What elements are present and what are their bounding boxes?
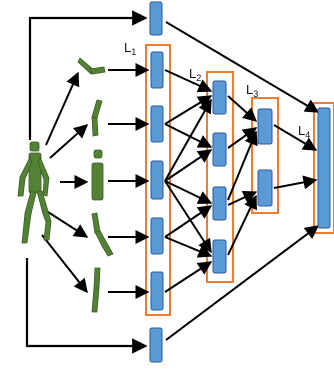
l1-node xyxy=(150,217,164,255)
l2-node xyxy=(212,132,227,167)
layer-box-l2 xyxy=(206,71,234,283)
l2-node xyxy=(212,186,227,221)
l2-node xyxy=(212,239,227,274)
arrow-top-node-to-l4 xyxy=(165,21,320,113)
arrow-l1-to-l2 xyxy=(164,149,213,182)
arrow-l2-to-l3 xyxy=(227,190,258,206)
l1-node xyxy=(150,271,164,311)
layer-label-l1: L1 xyxy=(124,40,136,57)
arrow-l1-to-l2 xyxy=(164,261,213,293)
l2-node xyxy=(212,80,227,115)
arrow-l2-to-l3 xyxy=(227,130,258,201)
arrow-body-to-part-1 xyxy=(45,71,80,146)
arrow-body-to-part-4 xyxy=(47,211,89,238)
l3-node xyxy=(257,169,273,207)
layer-label-l3: L3 xyxy=(246,82,258,99)
arrow-body-to-top-node xyxy=(28,10,148,140)
leg-segment-icon xyxy=(91,267,101,313)
leg-segment-icon xyxy=(91,212,114,257)
arrow-l1-to-l2 xyxy=(164,180,212,254)
arrow-body-to-bottom-node xyxy=(25,258,148,354)
arrow-bottom-node-to-l4 xyxy=(165,225,320,341)
arm-segment-icon xyxy=(91,99,103,137)
l1-node xyxy=(150,51,164,89)
arrow-body-to-part-2 xyxy=(49,124,89,159)
arrow-l2-to-l3 xyxy=(227,194,257,256)
human-skeleton-icon xyxy=(17,141,52,244)
arm-segment-icon xyxy=(77,57,106,75)
l3-node xyxy=(257,108,273,145)
arrow-l1-to-l2 xyxy=(164,123,213,148)
standalone-node-bottom xyxy=(149,327,163,363)
arrow-l3-to-l4 xyxy=(273,175,318,190)
l1-node xyxy=(150,105,164,143)
arrow-body-to-part-5 xyxy=(41,234,88,294)
arrow-l1-to-l2 xyxy=(164,98,212,182)
arrow-l1-to-l2 xyxy=(164,69,213,93)
layer-box-l3 xyxy=(251,97,279,214)
standalone-node-top xyxy=(149,1,163,36)
arrow-l1-to-l2 xyxy=(164,236,213,258)
arrow-l3-to-l4 xyxy=(273,124,318,151)
layer-label-l2: L2 xyxy=(189,66,201,83)
l4-node xyxy=(317,107,331,229)
arrow-l1-to-l2 xyxy=(164,95,213,125)
torso-segment-icon xyxy=(91,149,104,201)
l1-node xyxy=(150,160,164,200)
arrow-l1-to-l2 xyxy=(164,180,213,204)
arrow-l1-to-l2 xyxy=(164,205,213,238)
layer-label-l4: L4 xyxy=(298,123,310,140)
layer-box-l4 xyxy=(313,102,334,234)
arrow-l2-to-l3 xyxy=(227,95,258,122)
